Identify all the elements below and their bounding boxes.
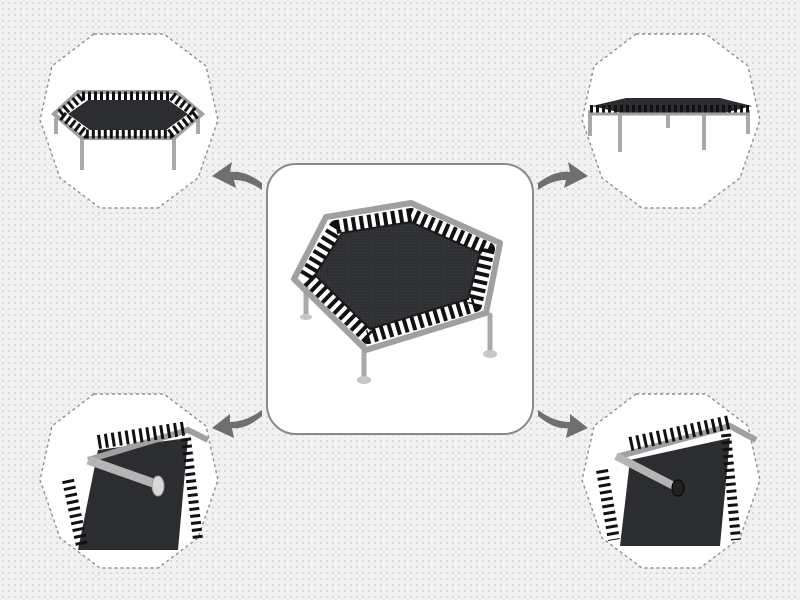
frame [291,200,503,353]
view-top-right[interactable] [580,30,762,212]
curved-arrow-icon [538,162,588,190]
view-bottom-left[interactable] [38,390,220,572]
curved-arrow-icon [212,410,262,438]
view-top-left[interactable] [38,30,220,212]
curved-arrow-icon [212,162,262,190]
view-bottom-right[interactable] [580,390,762,572]
trampoline-main-image [291,200,503,384]
curved-arrow-icon [538,410,588,438]
mat [313,220,482,331]
main-product-card[interactable] [266,163,534,435]
